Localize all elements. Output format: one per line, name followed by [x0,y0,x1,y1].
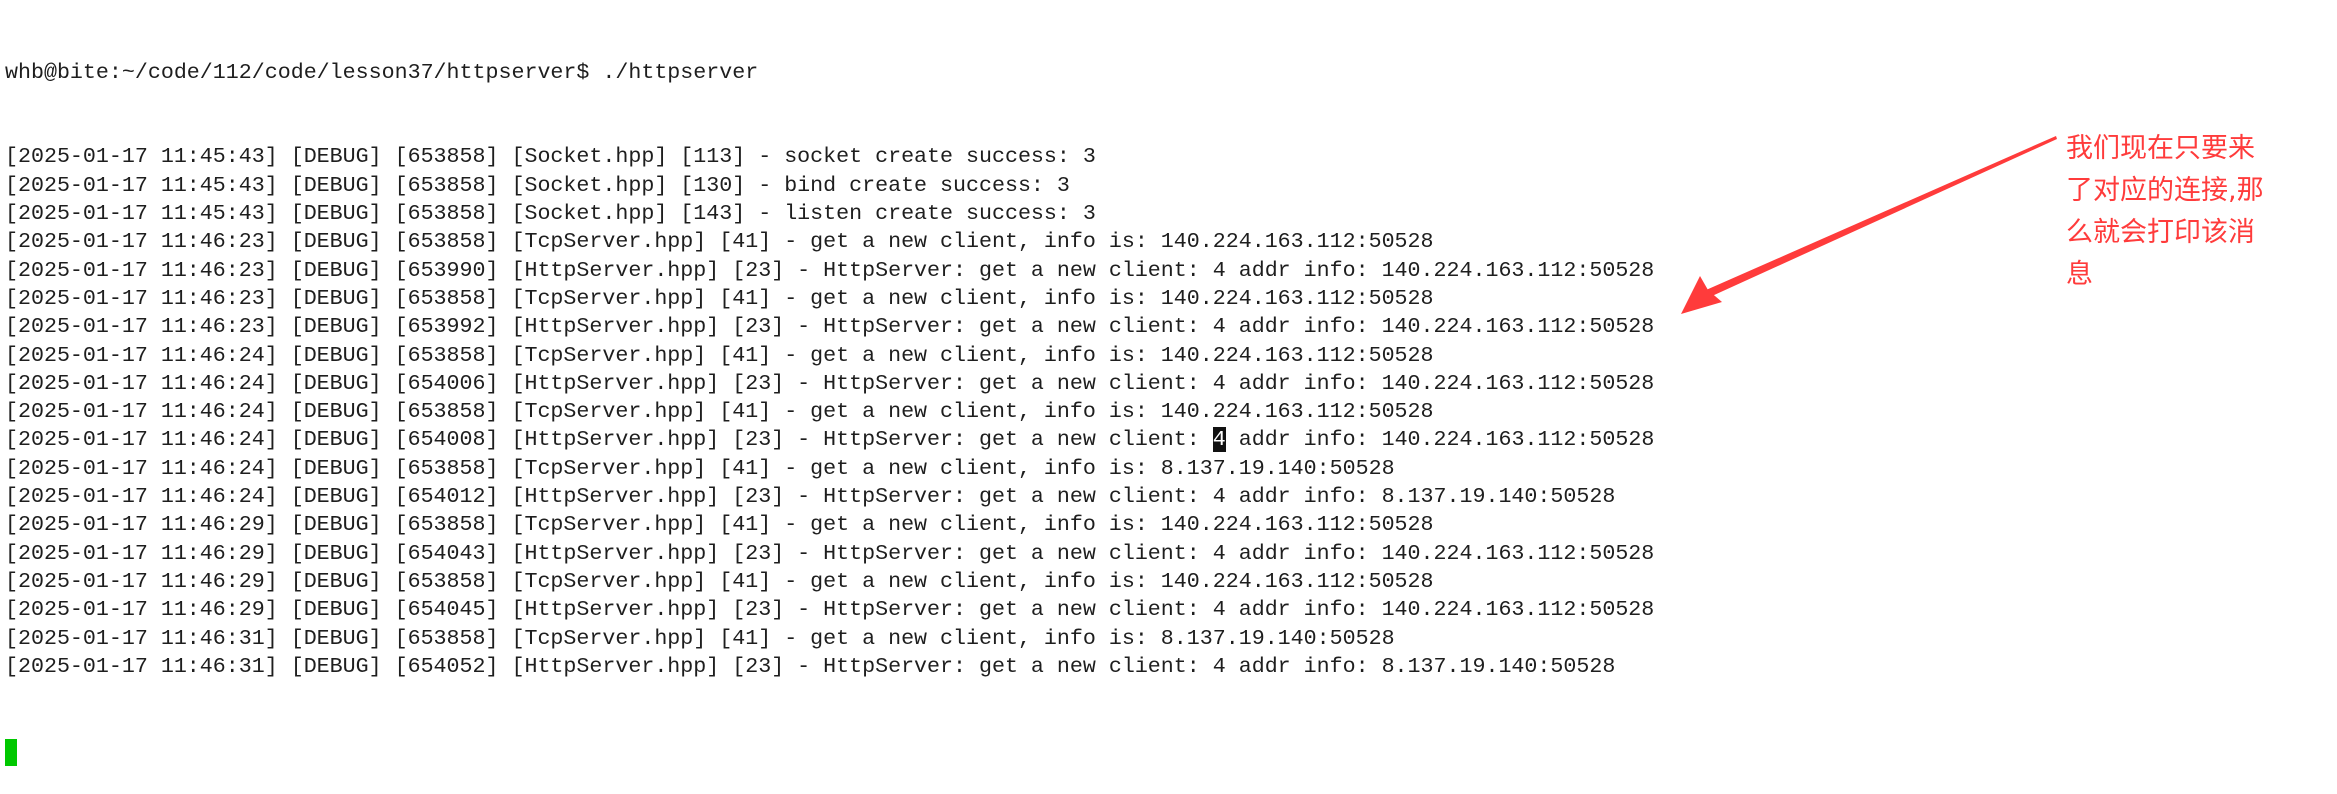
log-line: [2025-01-17 11:45:43] [DEBUG] [653858] [… [5,143,1654,171]
log-text: [2025-01-17 11:46:23] [DEBUG] [653858] [… [5,229,1434,255]
log-line: [2025-01-17 11:46:24] [DEBUG] [654008] [… [5,426,1654,454]
log-line: [2025-01-17 11:46:29] [DEBUG] [654045] [… [5,596,1654,624]
log-line: [2025-01-17 11:46:23] [DEBUG] [653858] [… [5,228,1654,256]
terminal-output: whb@bite:~/code/112/code/lesson37/httpse… [5,2,1654,794]
log-text-rest: addr info: 140.224.163.112:50528 [1225,427,1655,453]
log-text: [2025-01-17 11:46:23] [DEBUG] [653990] [… [5,257,1655,283]
annotation-note: 我们现在只要来了对应的连接,那么就会打印该消息 [2066,133,2264,290]
log-line: [2025-01-17 11:46:24] [DEBUG] [653858] [… [5,455,1654,483]
log-text: [2025-01-17 11:45:43] [DEBUG] [653858] [… [5,172,1070,198]
log-line: [2025-01-17 11:46:24] [DEBUG] [654012] [… [5,483,1654,511]
log-text: [2025-01-17 11:45:43] [DEBUG] [653858] [… [5,201,1096,227]
log-line: [2025-01-17 11:46:24] [DEBUG] [653858] [… [5,398,1654,426]
selected-char[interactable]: 4 [1212,427,1226,453]
log-text: [2025-01-17 11:46:29] [DEBUG] [654045] [… [5,597,1655,623]
log-text: [2025-01-17 11:46:31] [DEBUG] [654052] [… [5,653,1616,679]
log-text: [2025-01-17 11:46:24] [DEBUG] [653858] [… [5,342,1434,368]
log-lines: [2025-01-17 11:45:43] [DEBUG] [653858] [… [5,143,1654,681]
terminal-cursor [5,738,17,766]
arrow-shaft [1706,136,2057,296]
log-line: [2025-01-17 11:46:23] [DEBUG] [653990] [… [5,257,1654,285]
log-line: [2025-01-17 11:46:23] [DEBUG] [653858] [… [5,285,1654,313]
log-line: [2025-01-17 11:46:24] [DEBUG] [654006] [… [5,370,1654,398]
log-text: [2025-01-17 11:46:24] [DEBUG] [653858] [… [5,399,1434,425]
log-line: [2025-01-17 11:46:29] [DEBUG] [653858] [… [5,568,1654,596]
log-line: [2025-01-17 11:46:24] [DEBUG] [653858] [… [5,342,1654,370]
log-text: [2025-01-17 11:46:23] [DEBUG] [653858] [… [5,285,1434,311]
log-text: [2025-01-17 11:45:43] [DEBUG] [653858] [… [5,144,1096,170]
log-text: [2025-01-17 11:46:24] [DEBUG] [653858] [… [5,455,1395,481]
log-text: [2025-01-17 11:46:24] [DEBUG] [654006] [… [5,370,1655,396]
log-line: [2025-01-17 11:45:43] [DEBUG] [653858] [… [5,200,1654,228]
log-line: [2025-01-17 11:46:29] [DEBUG] [654043] [… [5,540,1654,568]
log-text: [2025-01-17 11:46:29] [DEBUG] [653858] [… [5,512,1434,538]
log-line: [2025-01-17 11:45:43] [DEBUG] [653858] [… [5,172,1654,200]
log-text: [2025-01-17 11:46:24] [DEBUG] [654008] [… [5,427,1213,453]
log-text: [2025-01-17 11:46:29] [DEBUG] [653858] [… [5,568,1434,594]
log-line: [2025-01-17 11:46:29] [DEBUG] [653858] [… [5,511,1654,539]
log-text: [2025-01-17 11:46:24] [DEBUG] [654012] [… [5,484,1616,510]
log-text: [2025-01-17 11:46:29] [DEBUG] [654043] [… [5,540,1655,566]
arrow-head [1681,276,1722,314]
shell-prompt: whb@bite:~/code/112/code/lesson37/httpse… [5,59,759,85]
log-text: [2025-01-17 11:46:23] [DEBUG] [653992] [… [5,314,1655,340]
log-line: [2025-01-17 11:46:23] [DEBUG] [653992] [… [5,313,1654,341]
log-line: [2025-01-17 11:46:31] [DEBUG] [654052] [… [5,653,1654,681]
arrow-pointer-icon [1681,136,2057,314]
